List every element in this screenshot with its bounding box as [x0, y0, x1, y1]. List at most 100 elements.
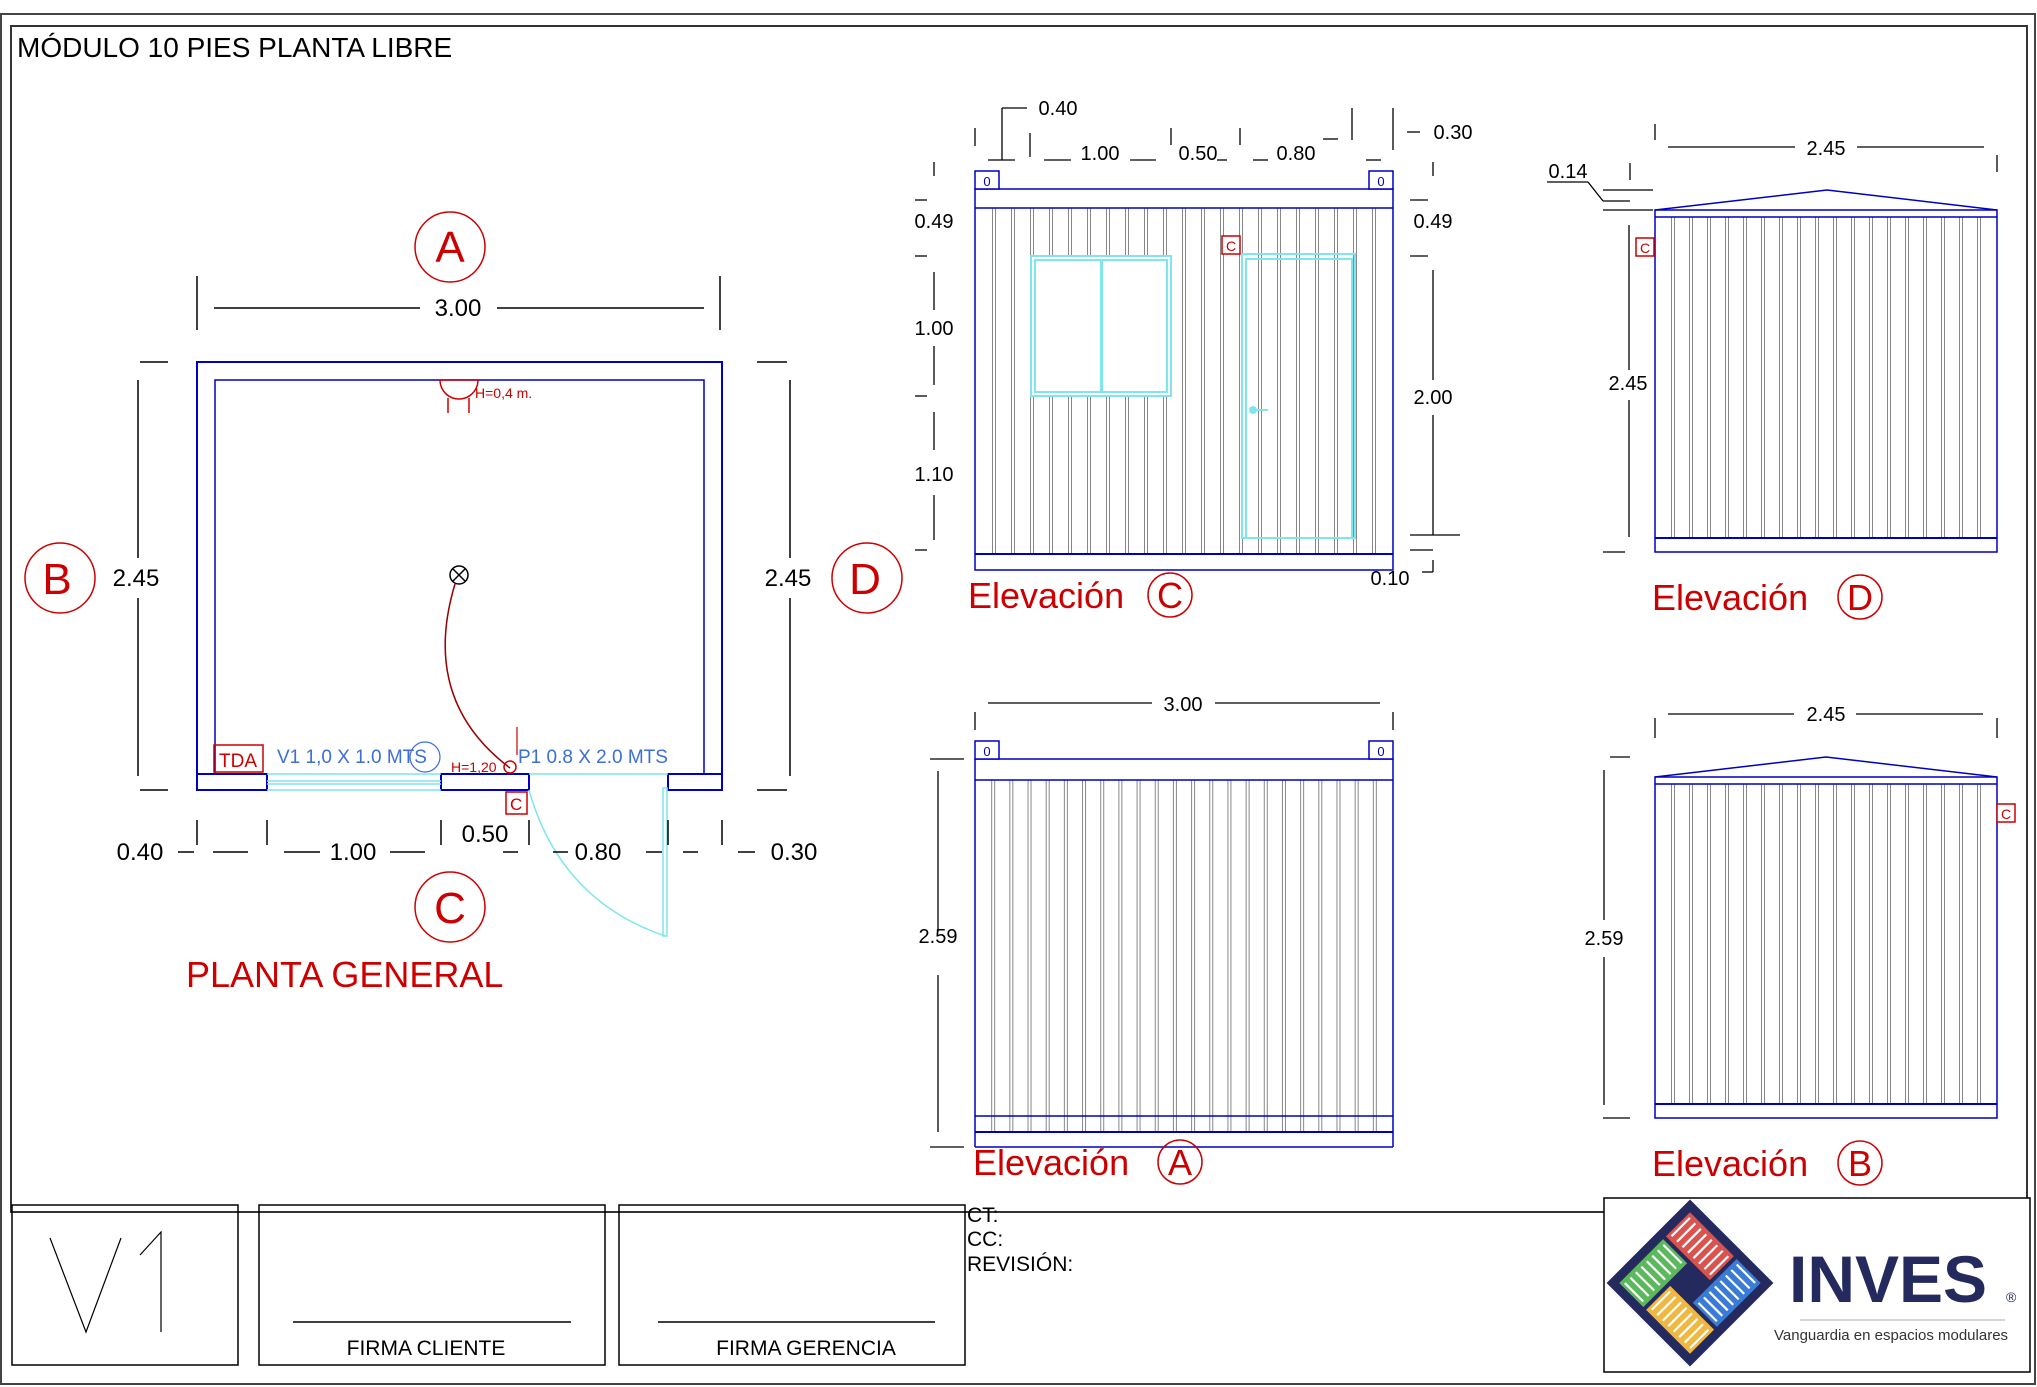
logo-stripe — [1692, 1239, 1713, 1259]
door-label: P1 0.8 X 2.0 MTS — [518, 747, 668, 768]
wall-segment — [196, 773, 268, 791]
version-value: V1 — [125, 1299, 127, 1301]
panel-tag: TDA — [219, 751, 257, 772]
axis-c-label: C — [434, 884, 466, 933]
dim-left-value: 2.45 — [113, 565, 160, 592]
elevation-window-v1 — [1030, 255, 1172, 397]
axis-d-circle — [831, 542, 903, 614]
svg-text:0: 0 — [1377, 744, 1384, 759]
corner-tag: C — [510, 795, 522, 814]
logo-stripe — [1730, 1269, 1751, 1290]
svg-text:0: 0 — [1377, 174, 1384, 189]
window-opening — [267, 772, 441, 792]
svg-text:0.49: 0.49 — [1414, 211, 1453, 233]
logo-stripe — [1708, 1291, 1729, 1312]
axis-c-circle — [414, 871, 486, 943]
svg-text:0: 0 — [983, 174, 990, 189]
elevation-c-axis-circle — [1147, 572, 1193, 618]
svg-text:A: A — [1168, 1142, 1192, 1183]
window-label: V1 1,0 X 1.0 MTS — [277, 747, 427, 768]
svg-text:1.00: 1.00 — [1081, 143, 1120, 165]
management-signature-box[interactable] — [618, 1204, 966, 1366]
logo-stripe — [1725, 1274, 1745, 1295]
logo-stripe — [1703, 1249, 1724, 1270]
logo-stripe — [1640, 1265, 1661, 1286]
svg-text:3.00: 3.00 — [1164, 694, 1203, 716]
axis-a-circle — [414, 211, 486, 283]
svg-text:D: D — [1847, 577, 1873, 618]
switch-icon — [503, 760, 517, 774]
dim-top — [196, 276, 721, 330]
logo-stripe — [1689, 1328, 1710, 1349]
elevation-c: 0 0 C — [915, 98, 1472, 618]
sheet-title: MÓDULO 10 PIES PLANTA LIBRE — [17, 32, 452, 63]
floor-plan: H=0,4 m. H=1,20 TDA V1 1,0 X 1.0 MTS P1 … — [24, 211, 903, 995]
corner-fitting-left — [974, 170, 1000, 190]
svg-text:1.10: 1.10 — [915, 464, 954, 486]
logo-stripe — [1656, 1296, 1677, 1317]
svg-text:1.00: 1.00 — [915, 318, 954, 340]
logo-stripe — [1651, 1254, 1672, 1275]
logo-stripe — [1635, 1271, 1655, 1292]
svg-text:B: B — [1848, 1143, 1872, 1184]
logo-stripe — [1714, 1285, 1734, 1306]
logo-stripe — [1629, 1276, 1650, 1297]
logo-stripe — [1667, 1307, 1688, 1327]
svg-text:2.59: 2.59 — [919, 926, 958, 948]
client-signature-label: FIRMA CLIENTE — [347, 1337, 506, 1360]
outlet-icon — [439, 379, 479, 413]
logo-stripe — [1719, 1280, 1740, 1301]
elevation-a-axis-circle — [1157, 1139, 1203, 1185]
dim-bottom-4: 0.30 — [771, 839, 818, 866]
logo-stripe — [1687, 1233, 1708, 1254]
logo-stripe — [1703, 1296, 1724, 1317]
svg-text:C: C — [2001, 806, 2011, 822]
dim-bottom-3: 0.80 — [575, 839, 622, 866]
elevation-a: 0 0 3.00 2.59 Elevación A — [919, 694, 1394, 1185]
logo-stripe — [1661, 1301, 1682, 1322]
svg-text:0.50: 0.50 — [1179, 143, 1218, 165]
elevation-a-title: Elevación — [973, 1142, 1129, 1183]
svg-text:0.14: 0.14 — [1549, 161, 1588, 183]
brand-name: INVES — [1789, 1242, 1987, 1316]
dim-bottom — [178, 820, 755, 853]
elevation-d-tag-box — [1635, 237, 1655, 257]
svg-text:0.49: 0.49 — [915, 211, 954, 233]
plan-inner-wall — [214, 379, 705, 775]
corner-tag-box — [505, 791, 528, 815]
client-signature-box[interactable] — [258, 1204, 606, 1366]
logo-stripe — [1735, 1263, 1756, 1284]
elevation-b-title: Elevación — [1652, 1143, 1808, 1184]
svg-text:2.59: 2.59 — [1585, 928, 1624, 950]
logo-stripe — [1656, 1249, 1677, 1270]
logo-stripe — [1670, 1217, 1691, 1238]
logo-stripe — [1672, 1312, 1693, 1333]
version-glyph-v — [49, 1237, 122, 1334]
switch-wire — [444, 583, 511, 769]
svg-text:2.45: 2.45 — [1807, 704, 1846, 726]
elevation-b-axis-circle — [1837, 1140, 1883, 1186]
outer-frame — [0, 13, 2036, 1385]
dim-sides — [137, 361, 791, 791]
elevation-b: C 2.45 2.59 Elevación B — [1585, 704, 2016, 1186]
svg-text:0: 0 — [983, 744, 990, 759]
dim-bottom-1: 1.00 — [330, 839, 377, 866]
switch-height-note: H=1,20 — [451, 759, 497, 775]
svg-text:C: C — [1157, 575, 1183, 616]
svg-text:0.40: 0.40 — [1039, 98, 1078, 120]
logo-stripe — [1683, 1323, 1704, 1344]
plan-window-v1 — [267, 773, 441, 791]
logo-stripe — [1681, 1228, 1702, 1248]
drawing-frame — [10, 25, 2028, 1213]
axis-b-circle — [24, 542, 96, 614]
svg-text:0.10: 0.10 — [1371, 568, 1410, 590]
registered-mark: ® — [2006, 1289, 2017, 1305]
axis-b-label: B — [42, 555, 71, 604]
ceiling-light-icon — [449, 565, 469, 585]
logo-stripe — [1646, 1260, 1666, 1281]
dim-bottom-2: 0.50 — [462, 821, 509, 848]
axis-a-label: A — [435, 223, 465, 272]
elevation-d-fluting — [1671, 217, 1981, 538]
window-tag-circle — [409, 741, 441, 773]
